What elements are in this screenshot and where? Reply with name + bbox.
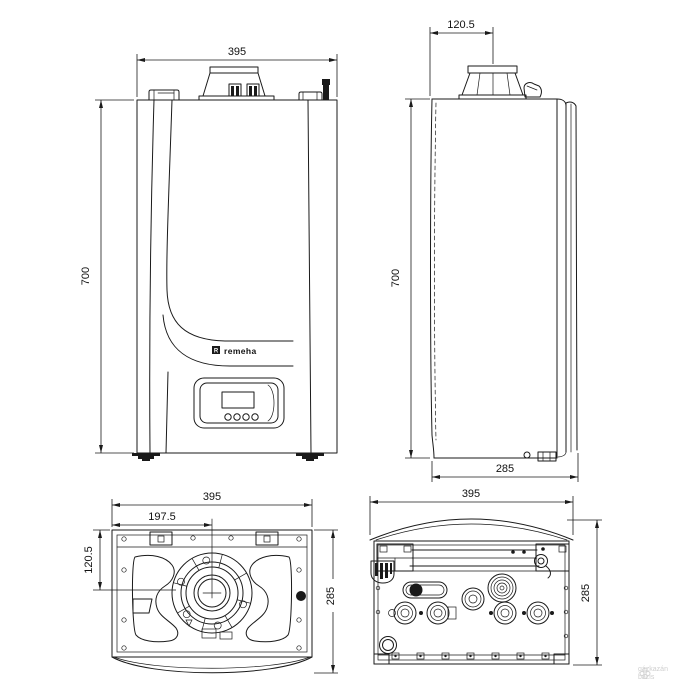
top-flue-collar [171,552,253,640]
bottom-condensate-outlet [379,636,397,654]
front-cover-seams [149,99,312,454]
top-depth-label: 285 [325,587,337,605]
bottom-pipe-connections [388,601,554,625]
front-flue-pipes [228,83,260,97]
top-screws [121,535,302,651]
top-flue-bottom-details [185,619,233,640]
bottom-gas-connection [461,587,485,611]
front-air-valve [322,79,330,100]
bottom-depth-label: 285 [580,584,592,602]
side-depth-label: 285 [496,463,514,475]
front-feet [132,453,324,461]
front-view: 395 700 [80,46,338,461]
front-control-panel [193,377,285,429]
side-height-label: 700 [390,269,402,287]
front-brand-logo: R remeha [212,346,257,356]
side-flue-clip [523,82,542,98]
side-casing [430,98,578,459]
watermark-line2: bázis [638,674,655,681]
front-width-label: 395 [228,46,246,58]
bottom-air-inlet [487,573,517,603]
side-flue-offset-label: 120.5 [447,19,475,31]
side-view: 120.5 700 285 [390,19,579,482]
side-depth-dimension: 285 [431,453,579,482]
top-knockout-hole [296,591,306,601]
side-bottom-fittings [523,451,557,462]
front-width-dimension: 395 [136,46,338,97]
brand-name-text: remeha [224,346,257,356]
top-flue-x-dimension: 197.5 [112,511,213,599]
bottom-width-dimension: 395 [369,488,574,535]
bottom-drain-valve [534,554,551,579]
side-flue-adapter [458,65,527,100]
bottom-width-label: 395 [462,488,480,500]
top-mounting-tabs [149,531,279,546]
front-height-dimension: 700 [80,99,134,454]
front-mounting-strip-right [298,91,323,101]
bottom-depth-dimension: 285 [567,519,602,666]
remeha-logo-letter: R [214,349,219,355]
bottom-hanging-rail [376,543,570,572]
display-screen [221,391,255,409]
top-flue-spokes [173,554,251,632]
top-view: 395 197.5 120.5 285 [83,491,338,674]
bottom-gas-bracket [370,560,395,584]
bottom-sight-glass [402,581,448,599]
top-width-dimension: 395 [111,491,313,527]
top-stamped-contours [131,554,306,643]
top-depth-dimension: 285 [314,529,338,674]
watermark-line1: gázkazán [638,666,668,673]
top-width-label: 395 [203,491,221,503]
front-flue-adapter [198,66,275,101]
watermark-logo-icon [639,667,651,679]
front-mounting-strip-left [148,89,180,101]
side-flue-offset-dimension: 120.5 [429,19,494,96]
watermark: gázkazán bázis [638,666,668,682]
front-height-label: 700 [80,267,92,285]
top-flue-y-label: 120.5 [83,546,95,574]
top-flue-y-dimension: 120.5 [83,529,176,591]
top-flue-x-label: 197.5 [148,511,176,523]
bottom-margin-screws [375,585,569,639]
bottom-casing [369,518,574,665]
top-flue-screws [177,556,247,630]
panel-buttons [224,413,259,421]
top-casing [111,529,313,674]
remeha-logo-icon [212,346,220,354]
bottom-view: 395 285 [369,488,602,666]
side-height-dimension: 700 [390,98,430,459]
bottom-edge-tabs [373,652,570,665]
